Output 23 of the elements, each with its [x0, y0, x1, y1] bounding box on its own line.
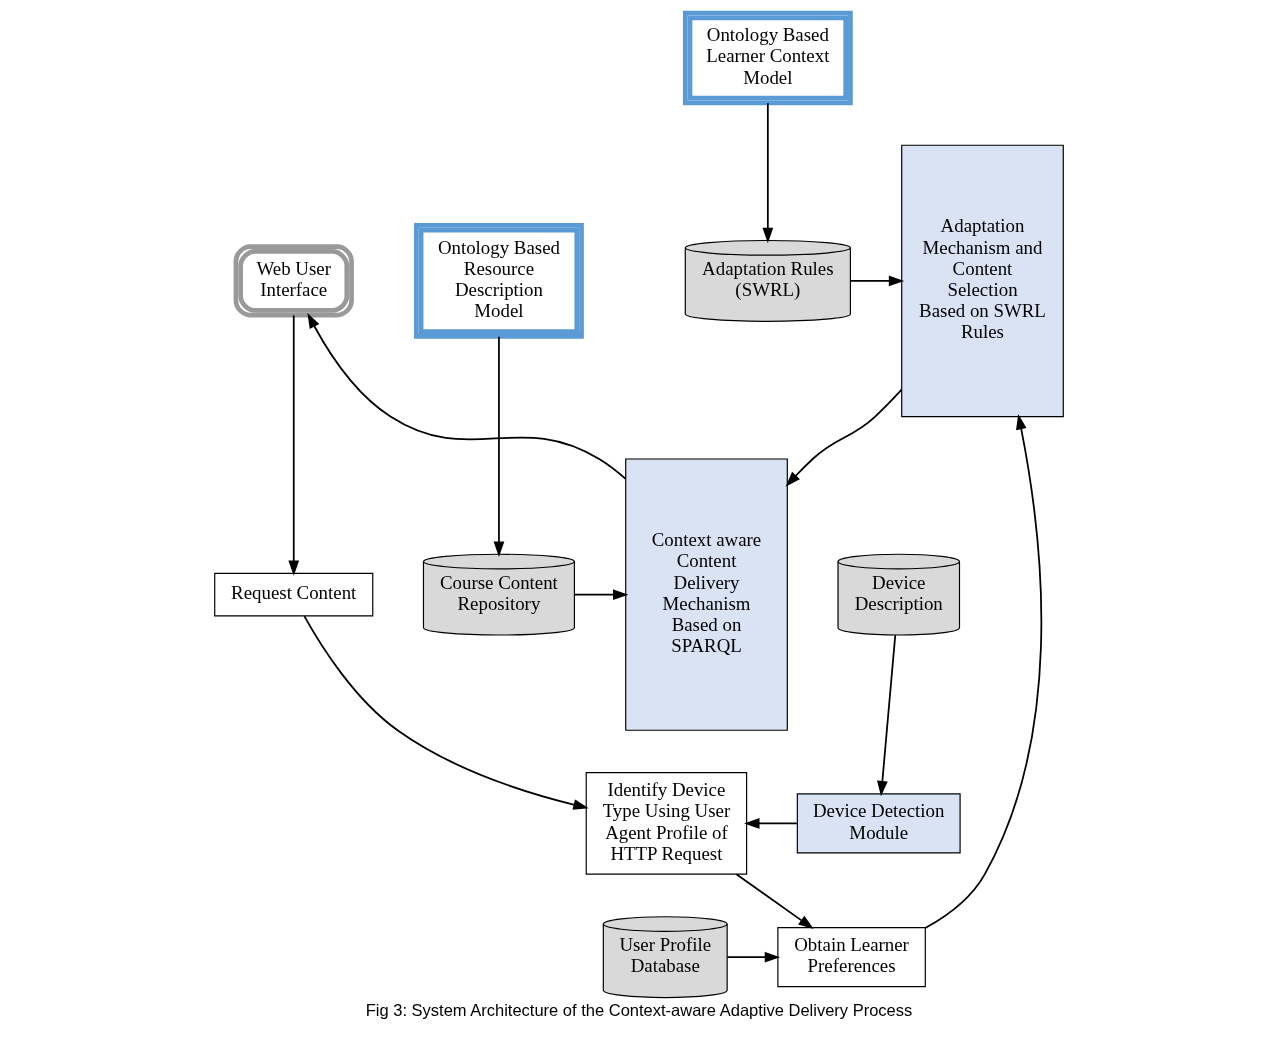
arrow [302, 615, 589, 810]
arrow [493, 335, 504, 557]
arrow [849, 275, 904, 287]
arrow [287, 314, 299, 576]
arrow [743, 818, 798, 829]
node-box: Ontology Based Learner Context Model [682, 10, 853, 106]
node-box: Identify Device Type Using User Agent Profile of HTTP Request [585, 772, 747, 875]
node-box: Adaptation Mechanism and Content Selection Based on SWRL Rules [900, 144, 1064, 418]
node-box: Obtain Learner Preferences [776, 927, 926, 988]
node-box: Request Content [213, 572, 373, 617]
arrow [785, 388, 902, 487]
caption: Fig 3: System Architecture of the Context-aware Adaptive Delivery Process [365, 1000, 912, 1019]
node-box: Device Detection Module [796, 793, 961, 854]
node-box: Web User Interface [233, 244, 354, 318]
arrow [306, 312, 626, 480]
arrow [573, 589, 628, 600]
node-box: Context aware Content Delivery Mechanism Based on SPARQL [624, 458, 788, 731]
node-box: Ontology Based Resource Description Model [413, 223, 584, 339]
arrow [726, 951, 780, 963]
arrow [761, 102, 773, 244]
arrow [876, 634, 896, 797]
arrow [735, 873, 814, 930]
arrow [923, 414, 1042, 929]
